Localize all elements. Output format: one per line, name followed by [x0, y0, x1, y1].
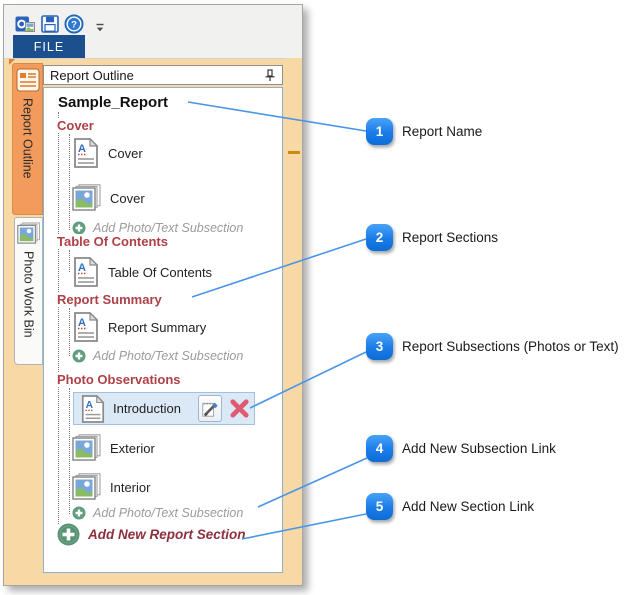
- report-outline-icon: [16, 68, 40, 92]
- tree-item-label: Exterior: [110, 440, 155, 456]
- callout-2-label: Report Sections: [402, 230, 499, 245]
- callout-3-badge: 3: [366, 333, 393, 360]
- sidebar-tab-report-outline[interactable]: Report Outline: [12, 63, 43, 215]
- add-subsection-link[interactable]: Add Photo/Text Subsection: [72, 348, 243, 364]
- callout-5-label: Add New Section Link: [402, 499, 535, 514]
- text-subsection-icon: A: [72, 257, 100, 287]
- tree-item-label: Table Of Contents: [108, 264, 213, 280]
- plus-icon: [72, 221, 86, 235]
- tree-item-label: Report Summary: [108, 319, 207, 335]
- text-subsection-icon: A: [72, 138, 100, 168]
- text-subsection-icon: A: [80, 394, 106, 423]
- tree-item-photo-exterior[interactable]: Exterior: [72, 433, 155, 463]
- app-window: ? FILE Report Outline: [3, 4, 303, 586]
- callout-5: 5 Add New Section Link: [366, 493, 534, 520]
- photo-subsection-icon: [72, 473, 102, 501]
- qat-dropdown-arrow[interactable]: [89, 17, 111, 39]
- sidebar-tab-label: Photo Work Bin: [21, 251, 36, 338]
- edit-subsection-button[interactable]: [197, 395, 222, 422]
- sidebar-tab-photo-work-bin[interactable]: Photo Work Bin: [14, 217, 43, 365]
- tree-item-label: Cover: [110, 190, 145, 206]
- svg-text:?: ?: [71, 20, 77, 31]
- report-name[interactable]: Sample_Report: [58, 94, 172, 111]
- photo-subsection-icon: [72, 434, 102, 462]
- callout-3-label: Report Subsections (Photos or Text): [402, 339, 619, 354]
- text-subsection-icon: A: [72, 312, 100, 342]
- tree-guide-line: [69, 308, 70, 356]
- svg-text:A: A: [78, 262, 86, 274]
- app-icon[interactable]: [14, 13, 36, 35]
- tree-item-label: Cover: [108, 145, 143, 161]
- tree-item-text-report-summary[interactable]: A Report Summary: [72, 312, 206, 342]
- help-icon[interactable]: ?: [63, 13, 85, 35]
- section-title-cover[interactable]: Cover: [56, 118, 97, 133]
- tree-item-text-cover[interactable]: A Cover: [72, 138, 143, 168]
- tree-guide-line: [58, 112, 59, 524]
- callout-4: 4 Add New Subsection Link: [366, 435, 556, 462]
- section-title-report-summary[interactable]: Report Summary: [56, 292, 165, 307]
- quick-access-toolbar: ? FILE: [4, 5, 302, 59]
- photo-subsection-icon: [72, 184, 102, 212]
- photo-stack-icon: [16, 222, 41, 245]
- svg-text:A: A: [78, 317, 86, 329]
- plus-icon-large: [57, 523, 80, 546]
- callout-2: 2 Report Sections: [366, 224, 498, 251]
- plus-icon: [72, 349, 86, 363]
- panel-title: Report Outline: [50, 67, 134, 83]
- tree-item-photo-interior[interactable]: Interior: [72, 472, 150, 502]
- callout-1-label: Report Name: [402, 124, 483, 139]
- add-new-report-section-link[interactable]: Add New Report Section: [57, 521, 246, 547]
- tree-item-label: Interior: [110, 479, 151, 495]
- add-subsection-label: Add Photo/Text Subsection: [93, 221, 244, 235]
- tree-item-photo-cover[interactable]: Cover: [72, 183, 145, 213]
- file-tab[interactable]: FILE: [13, 35, 85, 58]
- delete-subsection-icon[interactable]: [229, 398, 250, 420]
- svg-text:A: A: [86, 400, 94, 411]
- svg-text:A: A: [78, 143, 86, 155]
- pin-icon[interactable]: [264, 68, 276, 82]
- callout-1-badge: 1: [366, 118, 393, 145]
- add-subsection-label: Add Photo/Text Subsection: [93, 349, 244, 363]
- add-subsection-link[interactable]: Add Photo/Text Subsection: [72, 220, 243, 236]
- add-subsection-label: Add Photo/Text Subsection: [93, 506, 244, 520]
- section-title-photo-observations[interactable]: Photo Observations: [56, 372, 184, 387]
- scroll-strip[interactable]: [286, 58, 302, 585]
- panel-header: Report Outline: [43, 65, 283, 85]
- scroll-indicator: [288, 151, 300, 154]
- report-outline-tree: Sample_Report Cover A Cover: [43, 87, 283, 573]
- tree-guide-line: [69, 250, 70, 272]
- tree-guide-line: [69, 388, 70, 514]
- section-title-table-of-contents[interactable]: Table Of Contents: [56, 234, 171, 249]
- sidebar-tab-label: Report Outline: [20, 98, 35, 179]
- tree-item-text-introduction-selected[interactable]: A Introduction: [73, 392, 255, 425]
- tree-item-label: Introduction: [113, 401, 181, 416]
- callout-4-label: Add New Subsection Link: [402, 441, 556, 456]
- save-icon[interactable]: [39, 13, 61, 35]
- callout-2-badge: 2: [366, 224, 393, 251]
- corner-fold-decoration: [9, 59, 15, 65]
- tree-guide-line: [69, 134, 70, 230]
- callout-4-badge: 4: [366, 435, 393, 462]
- add-subsection-link[interactable]: Add Photo/Text Subsection: [72, 505, 243, 521]
- plus-icon: [72, 506, 86, 520]
- callout-1: 1 Report Name: [366, 118, 482, 145]
- tree-item-text-toc[interactable]: A Table Of Contents: [72, 257, 212, 287]
- callout-5-badge: 5: [366, 493, 393, 520]
- add-section-label: Add New Report Section: [88, 526, 246, 542]
- callout-3: 3 Report Subsections (Photos or Text): [366, 333, 619, 360]
